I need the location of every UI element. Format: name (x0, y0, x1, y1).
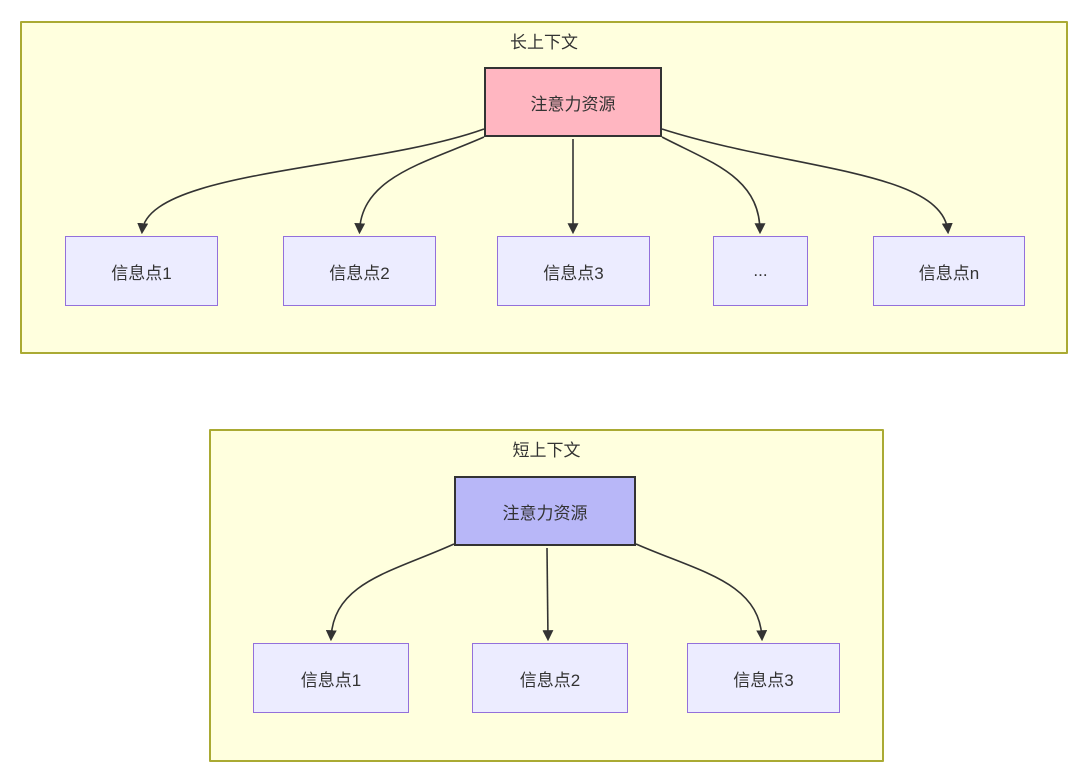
attention-node-long-label: 注意力资源 (530, 94, 616, 114)
info-node-3: 信息点3 (497, 236, 650, 306)
info-node-1-label: 信息点1 (111, 263, 172, 283)
info-node-s3: 信息点3 (687, 643, 840, 713)
info-node-2: 信息点2 (283, 236, 436, 306)
cluster-long-title: 长上下文 (510, 33, 578, 52)
info-node-n-label: 信息点n (918, 263, 980, 283)
attention-node-short-label: 注意力资源 (502, 503, 588, 523)
info-node-n: 信息点n (873, 236, 1025, 306)
info-node-s2-label: 信息点2 (519, 670, 581, 690)
attention-node-short: 注意力资源 (454, 476, 636, 546)
info-node-3-label: 信息点3 (543, 263, 604, 283)
cluster-short-title: 短上下文 (512, 441, 581, 460)
info-node-1: 信息点1 (65, 236, 218, 306)
info-node-s1: 信息点1 (253, 643, 409, 713)
info-node-ellipsis-label: ... (753, 261, 768, 280)
info-node-ellipsis: ... (713, 236, 808, 306)
attention-node-long: 注意力资源 (484, 67, 662, 137)
info-node-2-label: 信息点2 (329, 263, 390, 283)
info-node-s2: 信息点2 (472, 643, 628, 713)
info-node-s1-label: 信息点1 (300, 670, 362, 690)
info-node-s3-label: 信息点3 (733, 670, 794, 690)
